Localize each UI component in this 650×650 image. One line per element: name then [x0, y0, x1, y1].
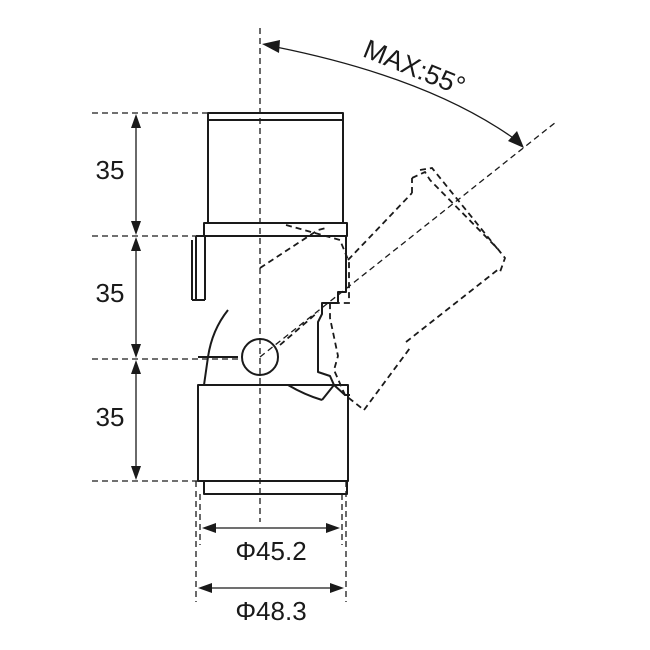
outer-diameter-label: Φ48.3 — [235, 596, 306, 626]
bottom-tube — [197, 384, 349, 495]
outer-diameter-dimension — [198, 583, 344, 593]
height-dimension-1 — [131, 114, 141, 235]
joint-housing — [191, 235, 350, 401]
height-dimension-2 — [131, 237, 141, 358]
inner-diameter-label: Φ45.2 — [235, 536, 306, 566]
height-dim-label-3: 35 — [96, 402, 125, 432]
inner-diameter-dimension — [202, 523, 340, 533]
top-tube — [203, 112, 348, 237]
height-dimension-3 — [131, 360, 141, 480]
height-dim-label-2: 35 — [96, 278, 125, 308]
pivot-pin — [241, 338, 279, 376]
angle-arc — [262, 40, 524, 148]
tilted-center-line — [259, 121, 557, 358]
tilted-tube-outline — [259, 167, 507, 411]
height-dim-label-1: 35 — [96, 155, 125, 185]
max-angle-label: MAX:55° — [359, 34, 469, 102]
